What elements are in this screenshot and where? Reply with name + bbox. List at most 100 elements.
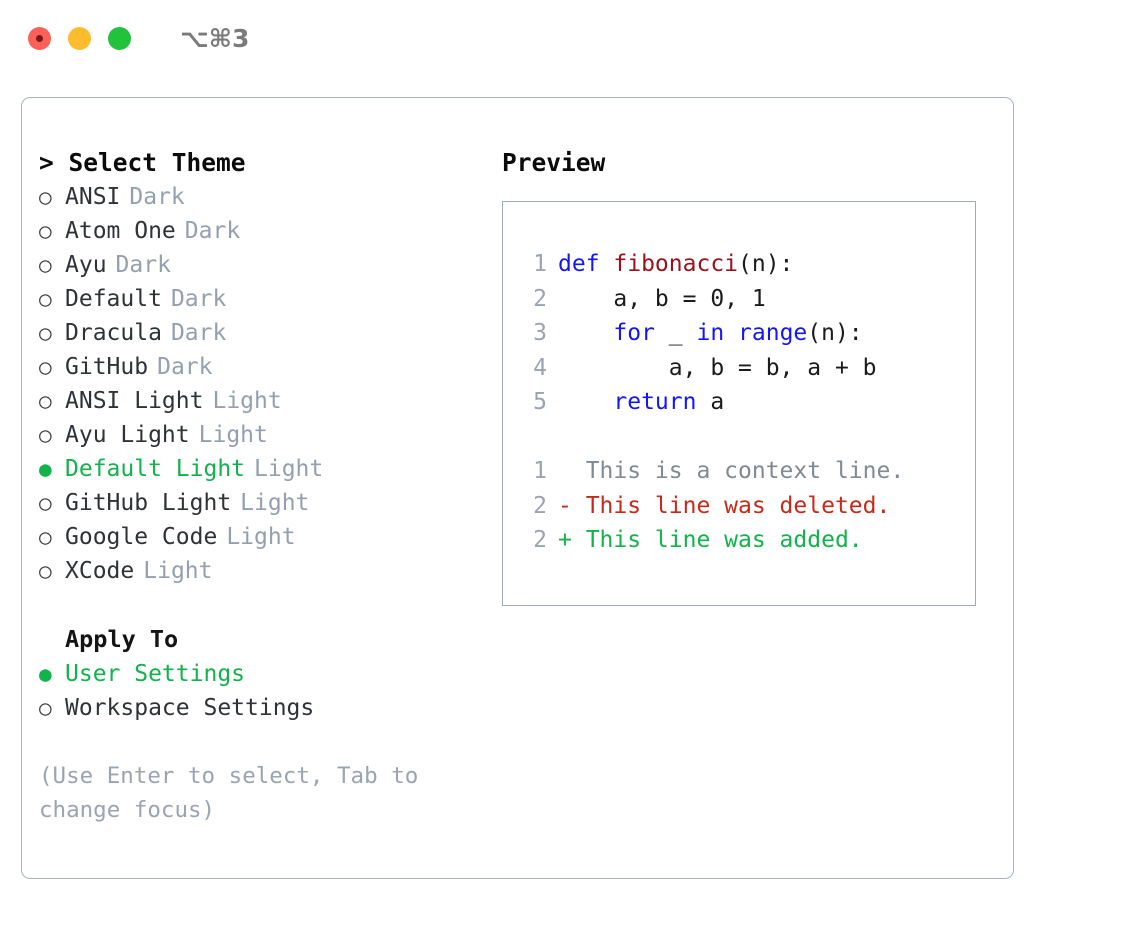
diff-sample: 1 This is a context line. 2 - This line wa… [520,454,975,558]
theme-option-ansi-light[interactable]: ○ ANSI Light Light [39,384,490,418]
code-token-plain [558,316,613,351]
theme-option-label: ANSI [65,184,121,210]
code-token-plain [558,385,613,420]
code-token-add: + This line was added. [558,527,863,553]
diff-line: 2 - This line was deleted. [520,489,975,524]
theme-option-label: Default [65,286,162,312]
theme-option-label: XCode [65,558,135,584]
theme-option-variant: Dark [170,320,227,346]
code-line: 4 a, b = b, a + b [520,351,975,386]
code-token-kw: in range [696,320,808,346]
theme-option-xcode[interactable]: ○ XCode Light [39,554,490,588]
code-token-plain: (n): [738,251,794,277]
theme-option-variant: Light [212,388,282,414]
radio-unselected-icon[interactable]: ○ [39,219,52,243]
apply-to-label: Apply To [65,625,179,653]
code-token-plain: a, b = b, a + b [558,354,877,381]
code-line: 2 a, b = 0, 1 [520,282,975,317]
radio-unselected-icon[interactable]: ○ [39,185,52,209]
maximize-button[interactable] [108,26,131,50]
theme-option-label: Atom One [65,218,176,244]
theme-option-atom-one[interactable]: ○ Atom One Dark [39,214,490,248]
radio-unselected-icon[interactable]: ○ [39,525,52,549]
line-number: 1 [533,251,547,277]
page-title: > Select Theme [39,148,246,177]
spacer-marker: ○ [39,623,65,657]
code-token-del: - This line was deleted. [558,492,891,519]
theme-option-variant: Dark [170,286,227,312]
theme-option-ansi[interactable]: ○ ANSI Dark [39,180,490,214]
theme-option-label: Google Code [65,524,218,550]
theme-option-variant: Dark [115,252,171,278]
theme-option-variant: Light [143,558,213,584]
line-number: 1 [533,458,547,484]
diff-line: 1 This is a context line. [520,454,975,489]
theme-option-label: ANSI Light [65,388,204,414]
code-token-fn: fibonacci [613,251,739,277]
radio-unselected-icon[interactable]: ○ [39,355,52,379]
title-bar: ⌥⌘3 [0,0,1140,76]
code-token-kw: for [613,320,655,346]
code-token-plain: (n): [807,320,863,346]
theme-option-ayu-light[interactable]: ○ Ayu Light Light [39,418,490,452]
code-line: 5 return a [520,385,975,420]
line-number: 4 [533,354,547,381]
apply-to-list[interactable]: ● User Settings ○ Workspace Settings [39,657,490,725]
code-token-kw: return [613,389,697,415]
theme-option-variant: Dark [129,184,185,210]
radio-unselected-icon[interactable]: ○ [39,321,52,345]
radio-unselected-icon[interactable]: ○ [39,389,52,413]
line-number: 2 [533,527,547,553]
preview-title: Preview [502,148,606,177]
radio-unselected-icon[interactable]: ○ [39,491,52,515]
line-number: 3 [533,320,547,346]
apply-to-header: ○ Apply To [39,622,490,657]
diff-line: 2 + This line was added. [520,523,975,558]
theme-option-default[interactable]: ○ Default Dark [39,282,490,316]
apply-to-option-label: Workspace Settings [65,695,315,721]
line-number: 5 [533,389,547,415]
theme-option-label: Ayu [65,252,107,278]
help-text: (Use Enter to select, Tab to change focu… [39,763,432,823]
theme-option-ayu[interactable]: ○ Ayu Dark [39,248,490,282]
apply-to-option-workspace-settings[interactable]: ○ Workspace Settings [39,691,490,725]
close-button[interactable] [28,26,51,50]
code-spacer [520,420,975,455]
radio-selected-icon[interactable]: ● [39,662,52,686]
window-controls [28,26,131,50]
radio-unselected-icon[interactable]: ○ [39,696,52,720]
code-token-ctx: This is a context line. [558,458,905,484]
theme-option-label: GitHub Light [65,490,232,516]
code-token-plain: _ [654,320,697,346]
theme-option-variant: Light [240,490,310,516]
theme-option-variant: Dark [157,354,213,380]
theme-option-variant: Light [198,422,268,448]
theme-option-label: Ayu Light [65,422,190,448]
radio-unselected-icon[interactable]: ○ [39,559,52,583]
apply-to-option-label: User Settings [65,661,246,687]
minimize-button[interactable] [68,26,91,50]
radio-unselected-icon[interactable]: ○ [39,287,52,311]
theme-option-variant: Dark [184,218,241,244]
line-number: 2 [533,492,547,519]
radio-selected-icon[interactable]: ● [39,457,52,481]
radio-unselected-icon[interactable]: ○ [39,253,52,277]
theme-option-github-light[interactable]: ○ GitHub Light Light [39,486,490,520]
window-title: ⌥⌘3 [180,23,250,53]
code-token-plain: a, b = 0, 1 [558,285,766,312]
apply-to-option-user-settings[interactable]: ● User Settings [39,657,490,691]
radio-unselected-icon[interactable]: ○ [39,423,52,447]
line-number: 2 [533,285,547,312]
